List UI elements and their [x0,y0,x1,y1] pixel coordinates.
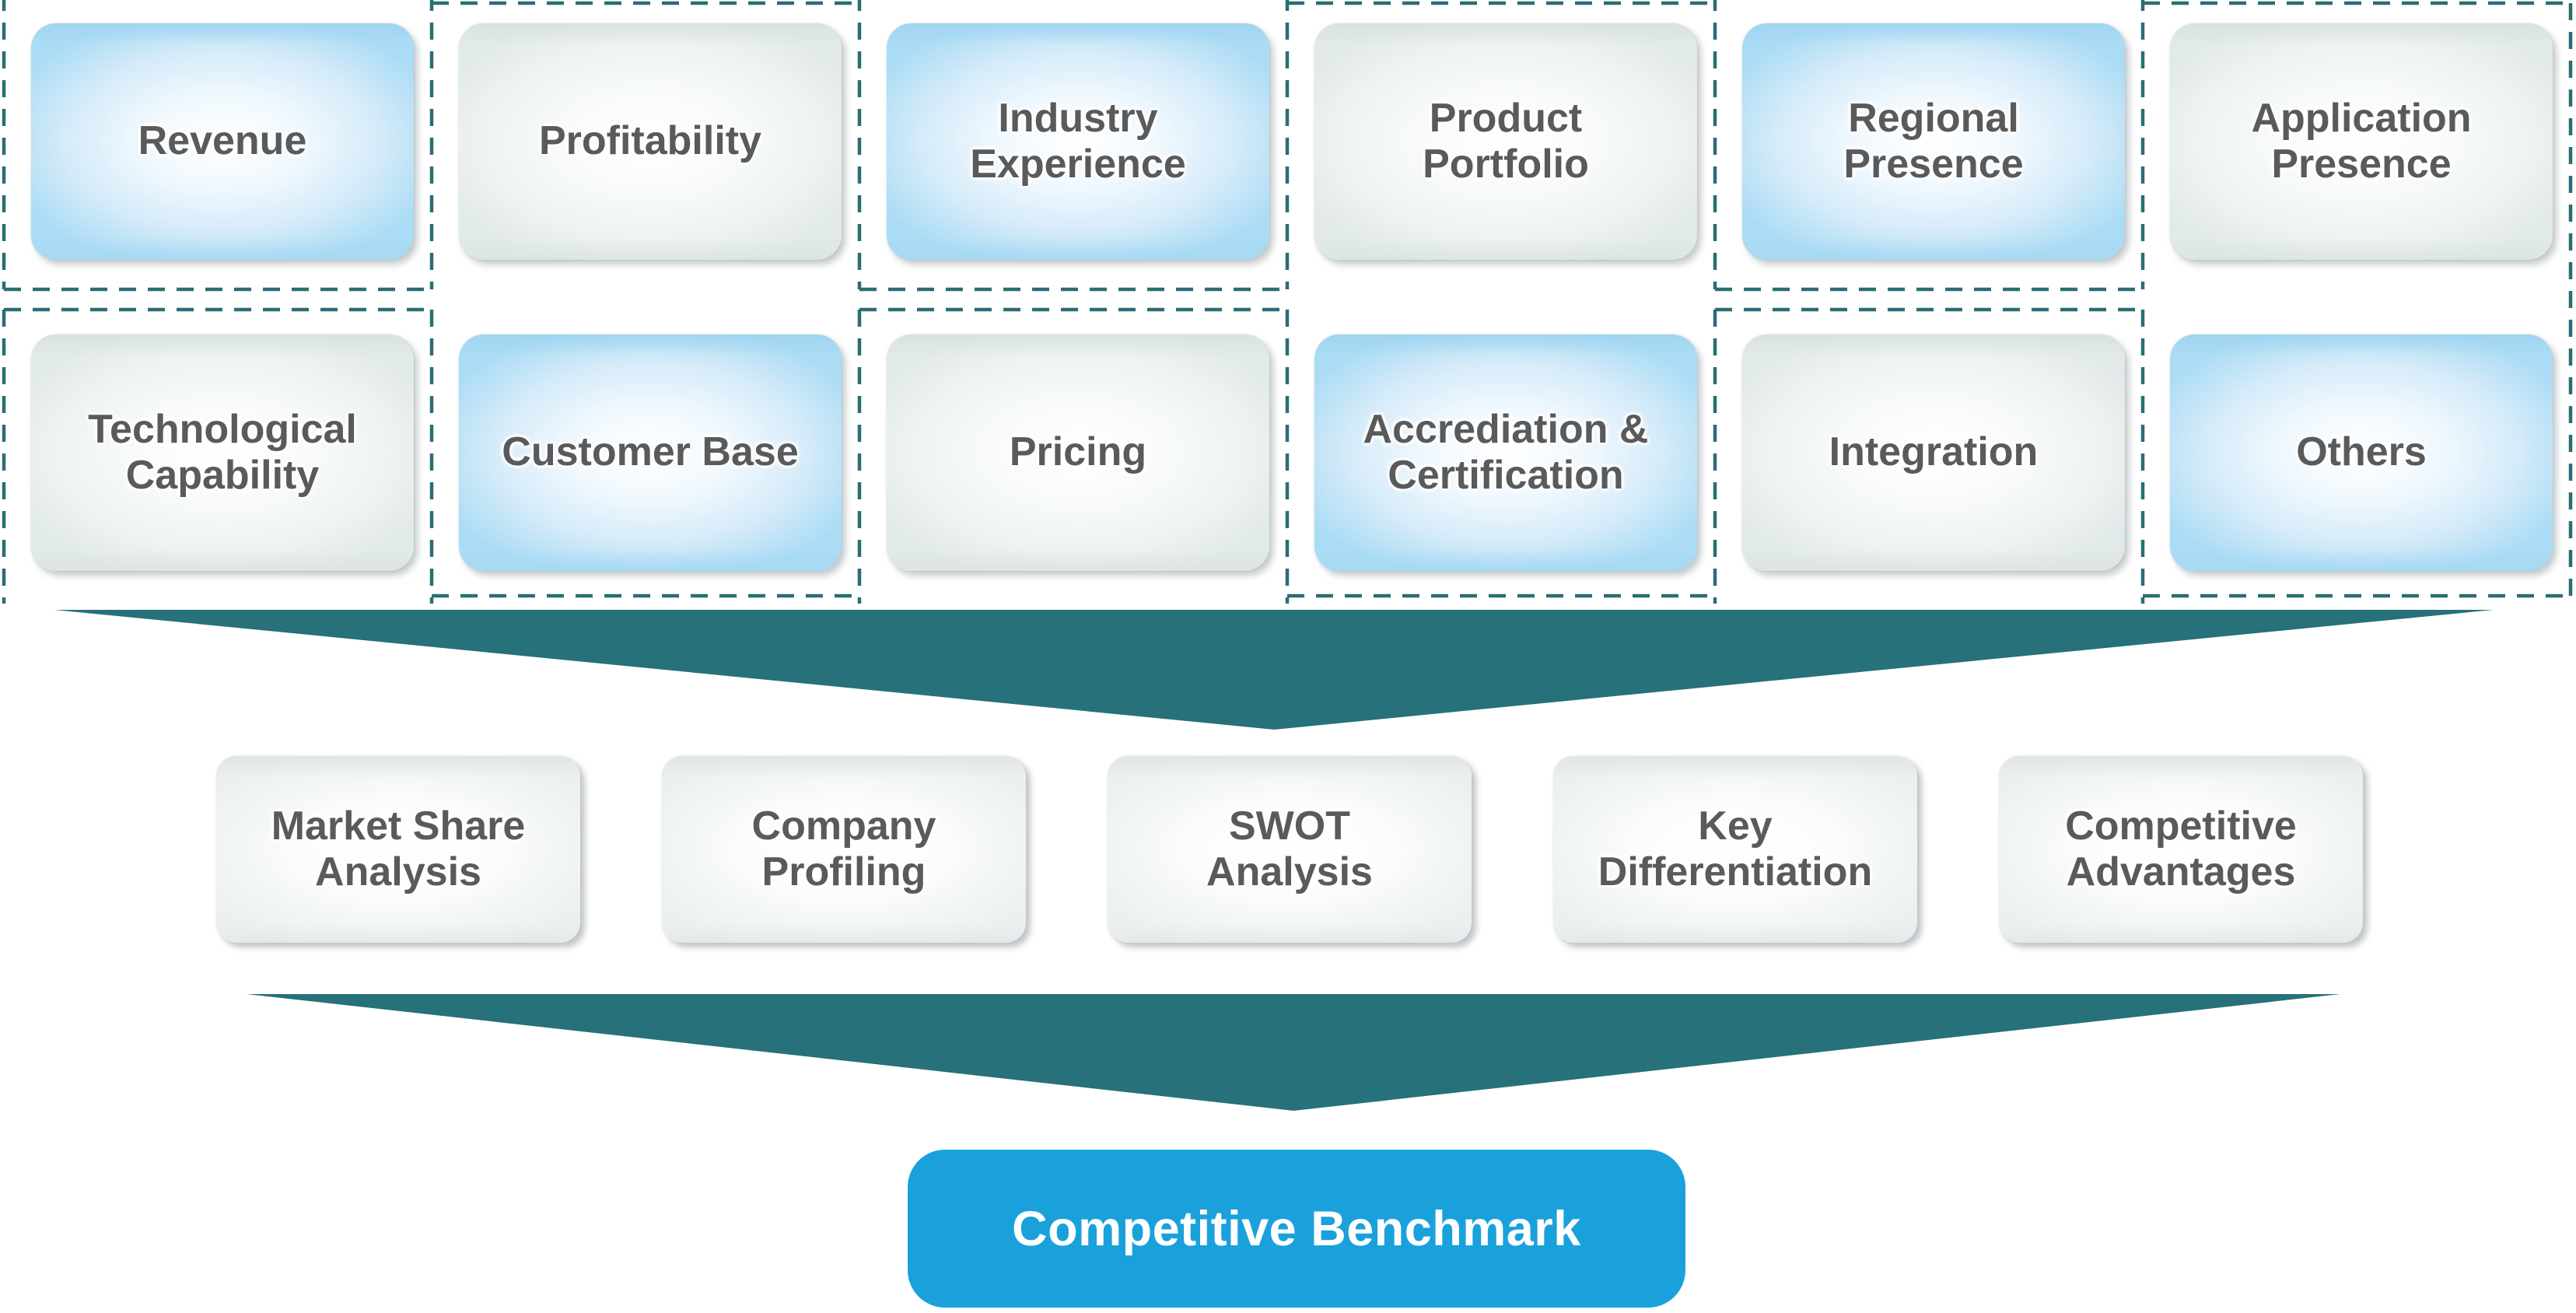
funnel-arrow-bottom [247,994,2340,1111]
analysis-box-company-profiling: Company Profiling [662,756,1026,943]
criteria-box-accrediation-certification: Accrediation & Certification [1314,334,1697,571]
criteria-label: Profitability [538,118,762,164]
criteria-box-customer-base: Customer Base [459,334,842,571]
analysis-box-key-differentiation: Key Differentiation [1553,756,1917,943]
criteria-box-application-presence: Application Presence [2170,23,2553,260]
dashed-group-borders [2,0,2573,604]
result-label: Competitive Benchmark [1012,1201,1581,1256]
analysis-label: Key Differentiation [1598,803,1873,895]
criteria-label: Industry Experience [970,95,1186,187]
analysis-box-competitive-advantages: Competitive Advantages [1999,756,2363,943]
criteria-box-profitability: Profitability [459,23,842,260]
criteria-label: Product Portfolio [1423,95,1589,187]
criteria-label: Integration [1829,429,2039,475]
funnel-arrow-top [54,610,2494,730]
criteria-label: Regional Presence [1843,95,2024,187]
criteria-box-others: Others [2170,334,2553,571]
criteria-label: Application Presence [2251,95,2472,187]
criteria-label: Customer Base [502,429,799,475]
criteria-box-regional-presence: Regional Presence [1742,23,2125,260]
criteria-box-pricing: Pricing [887,334,1269,571]
criteria-label: Accrediation & Certification [1363,406,1649,498]
analysis-label: SWOT Analysis [1206,803,1373,895]
analysis-label: Competitive Advantages [2065,803,2297,895]
criteria-label: Others [2296,429,2427,475]
analysis-label: Market Share Analysis [271,803,526,895]
analysis-label: Company Profiling [751,803,936,895]
competitive-benchmark-result: Competitive Benchmark [908,1150,1685,1308]
criteria-box-revenue: Revenue [31,23,414,260]
criteria-box-product-portfolio: Product Portfolio [1314,23,1697,260]
criteria-label: Technological Capability [88,406,357,498]
criteria-label: Pricing [1009,429,1147,475]
analysis-box-market-share-analysis: Market Share Analysis [216,756,580,943]
criteria-box-industry-experience: Industry Experience [887,23,1269,260]
criteria-box-integration: Integration [1742,334,2125,571]
analysis-box-swot-analysis: SWOT Analysis [1108,756,1472,943]
criteria-box-technological-capability: Technological Capability [31,334,414,571]
criteria-label: Revenue [138,118,307,164]
